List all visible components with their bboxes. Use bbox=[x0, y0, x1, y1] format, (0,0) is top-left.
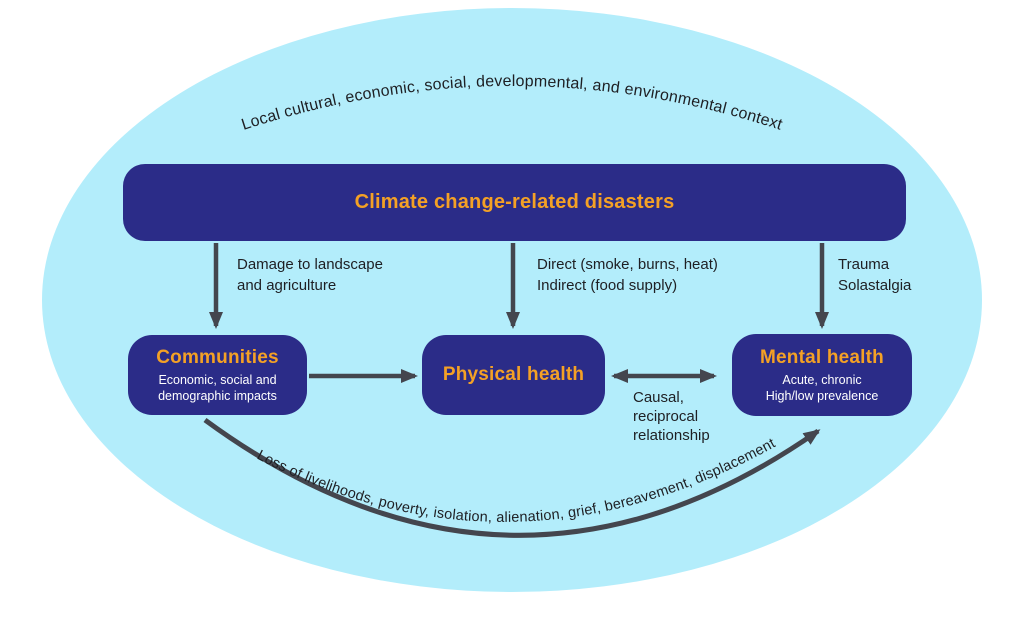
trauma-arrow-label-line1: Trauma bbox=[838, 256, 890, 273]
communities-box: Communities Economic, social and demogra… bbox=[128, 335, 307, 415]
causal-label-line1: Causal, bbox=[633, 389, 684, 406]
communities-title: Communities bbox=[156, 346, 279, 368]
climate-disasters-title: Climate change-related disasters bbox=[354, 191, 675, 213]
damage-arrow-label-line1: Damage to landscape bbox=[237, 256, 383, 273]
mental-health-subtitle-line2: High/low prevalence bbox=[765, 388, 879, 403]
communities-subtitle: Economic, social and demographic impacts bbox=[158, 372, 277, 404]
causal-label-line2: reciprocal bbox=[633, 408, 699, 425]
mental-health-box: Mental health Acute, chronic High/low pr… bbox=[732, 334, 912, 416]
causal-label-line3: relationship bbox=[633, 427, 710, 444]
mental-health-subtitle-line1: Acute, chronic bbox=[782, 372, 862, 387]
physical-health-title: Physical health bbox=[442, 364, 585, 385]
trauma-arrow-label: Trauma Solastalgia bbox=[838, 254, 911, 296]
communities-subtitle-line2: demographic impacts bbox=[158, 388, 277, 403]
physical-health-box: Physical health bbox=[422, 335, 605, 415]
causal-relationship-label: Causal, reciprocal relationship bbox=[633, 388, 710, 445]
direct-arrow-label-line2: Indirect (food supply) bbox=[537, 277, 678, 294]
mental-health-subtitle: Acute, chronic High/low prevalence bbox=[766, 372, 879, 404]
trauma-arrow-label-line2: Solastalgia bbox=[838, 277, 912, 294]
direct-arrow-label-line1: Direct (smoke, burns, heat) bbox=[537, 256, 718, 273]
climate-disasters-box: Climate change-related disasters bbox=[123, 164, 906, 241]
mental-health-title: Mental health bbox=[759, 346, 884, 368]
communities-to-mental-curved-arrow bbox=[203, 417, 821, 538]
communities-subtitle-line1: Economic, social and bbox=[158, 372, 277, 387]
damage-arrow-label: Damage to landscape and agriculture bbox=[237, 254, 383, 296]
damage-arrow-label-line2: and agriculture bbox=[237, 277, 337, 294]
direct-indirect-arrow-label: Direct (smoke, burns, heat) Indirect (fo… bbox=[537, 254, 718, 296]
